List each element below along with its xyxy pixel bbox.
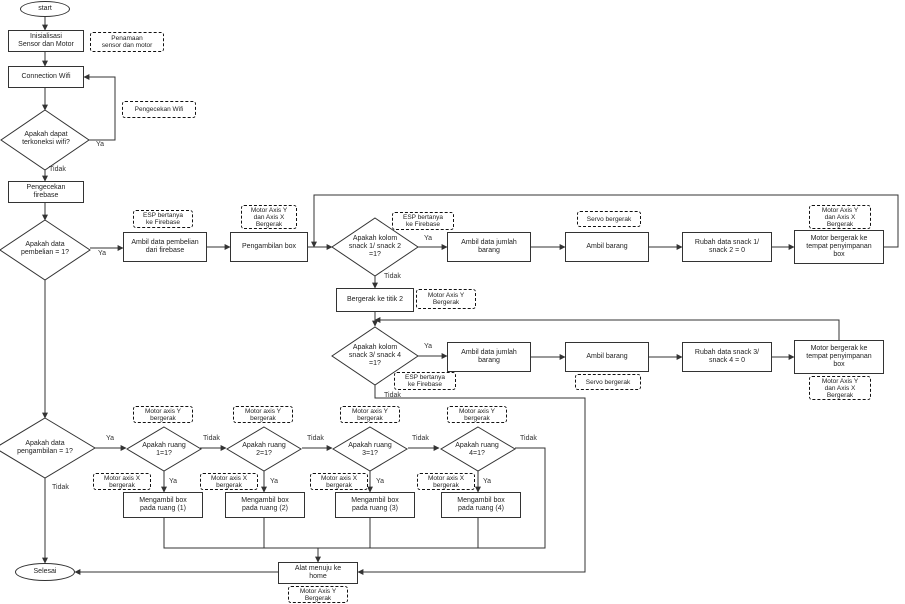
note-motor-yx-1: Motor Axis Y dan Axis X Bergerak bbox=[241, 205, 297, 229]
label-ya-r2: Ya bbox=[270, 478, 279, 485]
home-process: Alat menuju ke home bbox=[278, 562, 358, 584]
decision-ruang2-label: Apakah ruang 2=1? bbox=[242, 442, 286, 457]
label-ya-beli: Ya bbox=[98, 250, 107, 257]
note-home: Motor Axis Y Bergerak bbox=[288, 586, 348, 603]
edge-wifi-ya-loop bbox=[83, 74, 116, 141]
label-tidak-r4: Tidak bbox=[520, 435, 537, 442]
label-tidak-ambil: Tidak bbox=[52, 484, 69, 491]
label-ya-k34: Ya bbox=[424, 343, 433, 350]
note-motor-y-r2: Motor axis Y bergerak bbox=[233, 406, 293, 423]
jumlah-barang-1-process: Ambil data jumlah barang bbox=[447, 232, 531, 262]
note-servo-1: Servo bergerak bbox=[577, 211, 641, 227]
label-tidak-r2: Tidak bbox=[307, 435, 324, 442]
label-ya-r1: Ya bbox=[169, 478, 178, 485]
decision-pembelian-label: Apakah data pembelian = 1? bbox=[20, 241, 70, 256]
titik2-process: Bergerak ke titik 2 bbox=[336, 288, 414, 312]
decision-ruang1 bbox=[126, 426, 202, 472]
decision-kolom12 bbox=[331, 217, 419, 277]
ke-penyimpanan-2-process: Motor bergerak ke tempat penyimpanan box bbox=[794, 340, 884, 374]
edge-box1-merge bbox=[163, 518, 318, 549]
note-motor-x-r3: Motor axis X bergerak bbox=[310, 473, 368, 490]
decision-wifi-label: Apakah dapat terkoneksi wifi? bbox=[22, 131, 70, 146]
end-terminal: Selesai bbox=[15, 563, 75, 581]
note-wifi: Pengecekan Wifi bbox=[122, 101, 196, 118]
decision-ruang1-label: Apakah ruang 1=1? bbox=[142, 442, 186, 457]
box-ruang4-process: Mengambil box pada ruang (4) bbox=[441, 492, 521, 518]
box-ruang2-process: Mengambil box pada ruang (2) bbox=[225, 492, 305, 518]
ubah-snack12-process: Rubah data snack 1/ snack 2 = 0 bbox=[682, 232, 772, 262]
label-ya-k12: Ya bbox=[424, 235, 433, 242]
decision-kolom34 bbox=[331, 326, 419, 386]
note-init: Penamaan sensor dan motor bbox=[90, 32, 164, 52]
note-motor-yx-3: Motor Axis Y dan Axis X Bergerak bbox=[809, 376, 871, 400]
label-ya-wifi: Ya bbox=[96, 141, 105, 148]
decision-ruang2 bbox=[226, 426, 302, 472]
ambil-barang-2-process: Ambil barang bbox=[565, 342, 649, 372]
decision-pembelian bbox=[0, 219, 91, 281]
note-motor-y-r3: Motor axis Y bergerak bbox=[340, 406, 400, 423]
init-process: Inisialisasi Sensor dan Motor bbox=[8, 30, 84, 52]
ambil-pembelian-process: Ambil data pembelian dari firebase bbox=[123, 232, 207, 262]
label-tidak-k12: Tidak bbox=[384, 273, 401, 280]
note-servo-2: Servo bergerak bbox=[575, 374, 641, 390]
note-motor-x-r2: Motor axis X bergerak bbox=[200, 473, 258, 490]
ubah-snack34-process: Rubah data snack 3/ snack 4 = 0 bbox=[682, 342, 772, 372]
decision-ruang4-label: Apakah ruang 4=1? bbox=[455, 442, 499, 457]
decision-pengambilan bbox=[0, 417, 96, 479]
firebase-check-process: Pengecekan firebase bbox=[8, 181, 84, 203]
start-terminal: start bbox=[20, 1, 70, 17]
decision-ruang3 bbox=[332, 426, 408, 472]
decision-pengambilan-label: Apakah data pengambilan = 1? bbox=[17, 440, 73, 455]
note-esp-1: ESP bertanya ke Firebase bbox=[133, 210, 193, 228]
decision-kolom34-label: Apakah kolom snack 3/ snack 4 =1? bbox=[348, 344, 402, 367]
box-ruang1-process: Mengambil box pada ruang (1) bbox=[123, 492, 203, 518]
box-ruang3-process: Mengambil box pada ruang (3) bbox=[335, 492, 415, 518]
edge-simpan1-loop bbox=[311, 194, 899, 248]
note-motor-y-r4: Motor axis Y bergerak bbox=[447, 406, 507, 423]
decision-ruang4 bbox=[440, 426, 516, 472]
label-ya-ambil: Ya bbox=[106, 435, 115, 442]
note-esp-2: ESP bertanya ke Firebase bbox=[392, 212, 454, 230]
ambil-barang-1-process: Ambil barang bbox=[565, 232, 649, 262]
wifi-process: Connection Wifi bbox=[8, 66, 84, 88]
label-tidak-k34: Tidak bbox=[384, 392, 401, 399]
edge-k34-tidak bbox=[357, 385, 586, 575]
decision-ruang3-label: Apakah ruang 3=1? bbox=[348, 442, 392, 457]
edge-simpan2-loop bbox=[374, 317, 840, 340]
label-tidak-wifi: Tidak bbox=[49, 166, 66, 173]
note-motor-y-r1: Motor axis Y bergerak bbox=[133, 406, 193, 423]
decision-wifi bbox=[0, 109, 90, 171]
ke-penyimpanan-1-process: Motor bergerak ke tempat penyimpanan box bbox=[794, 230, 884, 264]
label-ya-r3: Ya bbox=[376, 478, 385, 485]
edge-r4-tidak bbox=[318, 447, 546, 549]
label-tidak-r1: Tidak bbox=[203, 435, 220, 442]
jumlah-barang-2-process: Ambil data jumlah barang bbox=[447, 342, 531, 372]
decision-kolom12-label: Apakah kolom snack 1/ snack 2 =1? bbox=[348, 235, 402, 258]
label-ya-r4: Ya bbox=[483, 478, 492, 485]
note-motor-yx-2: Motor Axis Y dan Axis X Bergerak bbox=[809, 205, 871, 229]
note-axis-y: Motor Axis Y Bergerak bbox=[416, 289, 476, 309]
note-motor-x-r1: Motor axis X bergerak bbox=[93, 473, 151, 490]
label-tidak-r3: Tidak bbox=[412, 435, 429, 442]
note-motor-x-r4: Motor axis X bergerak bbox=[417, 473, 475, 490]
note-esp-3: ESP bertanya ke Firebase bbox=[394, 372, 456, 390]
pengambilan-box-process: Pengambilan box bbox=[230, 232, 308, 262]
